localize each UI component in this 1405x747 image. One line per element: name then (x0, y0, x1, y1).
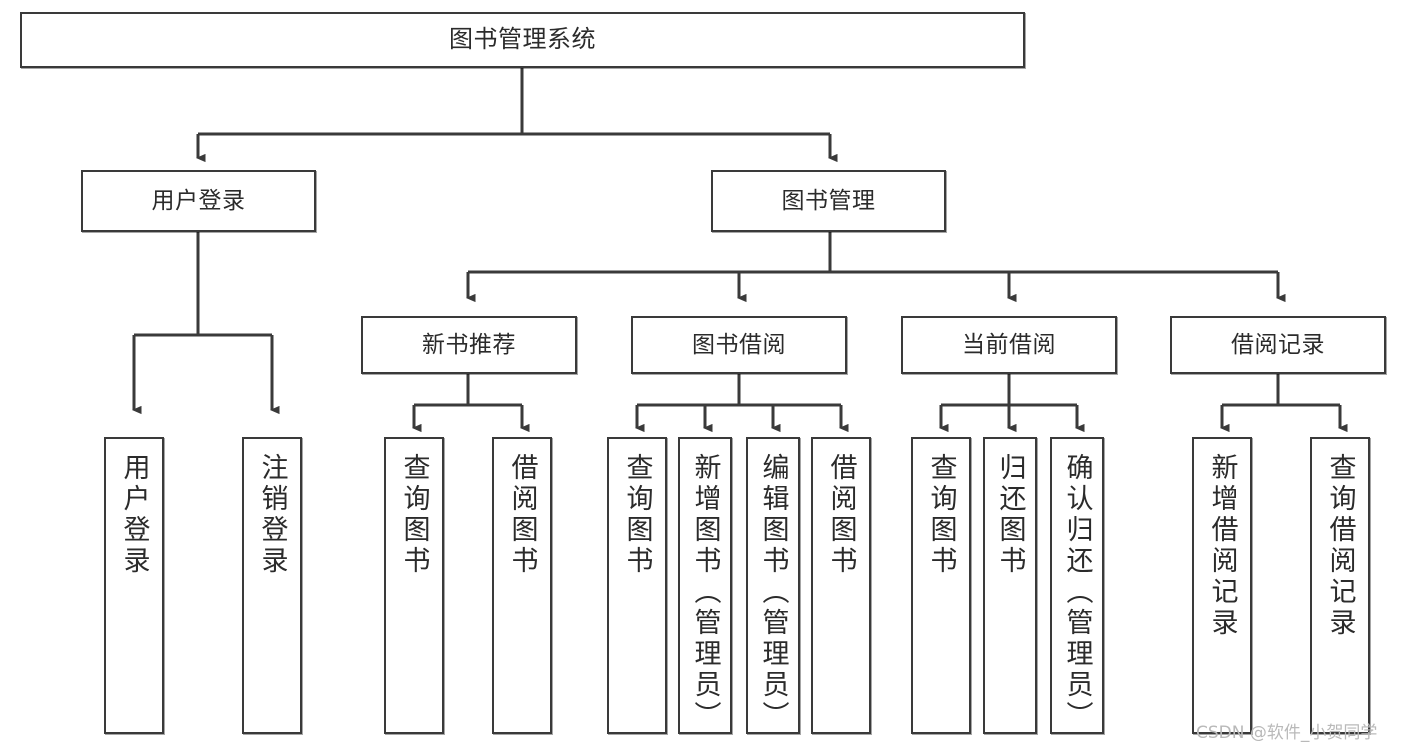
node-label: 注销登录 (256, 453, 288, 577)
node-book-manage[interactable]: 图书管理 (711, 170, 946, 232)
node-leaf-add-borrow-record[interactable]: 新增借阅记录 (1192, 437, 1252, 734)
node-label: 用户登录 (151, 187, 246, 214)
node-book-borrow[interactable]: 图书借阅 (631, 316, 847, 374)
node-user-login[interactable]: 用户登录 (81, 170, 316, 232)
node-label: 查询图书 (621, 453, 653, 577)
node-leaf-edit-book[interactable]: 编辑图书（管理员） (746, 437, 800, 734)
node-label: 归还图书 (994, 453, 1026, 577)
node-current-borrow[interactable]: 当前借阅 (901, 316, 1117, 374)
node-leaf-borrow-book-borrow[interactable]: 借阅图书 (811, 437, 871, 734)
node-label: 查询图书 (925, 453, 957, 577)
node-label: 查询借阅记录 (1324, 453, 1356, 639)
node-new-book-recommend[interactable]: 新书推荐 (361, 316, 577, 374)
node-leaf-query-book-borrow[interactable]: 查询图书 (607, 437, 667, 734)
node-label: 用户登录 (118, 453, 150, 577)
node-label: 借阅图书 (506, 453, 538, 577)
node-leaf-logout-login[interactable]: 注销登录 (242, 437, 302, 734)
node-leaf-query-book-recommend[interactable]: 查询图书 (384, 437, 444, 734)
node-leaf-confirm-return[interactable]: 确认归还（管理员） (1050, 437, 1104, 734)
node-label: 借阅图书 (825, 453, 857, 577)
node-leaf-return-book[interactable]: 归还图书 (983, 437, 1037, 734)
csdn-watermark: CSDN @软件_小贺同学 (1196, 723, 1378, 743)
node-label: 查询图书 (398, 453, 430, 577)
node-label: 新书推荐 (422, 331, 516, 358)
node-label: 借阅记录 (1231, 331, 1325, 358)
node-borrow-record[interactable]: 借阅记录 (1170, 316, 1386, 374)
node-label: 编辑图书（管理员） (757, 453, 789, 732)
node-label: 图书借阅 (692, 331, 786, 358)
node-root-book-management-system[interactable]: 图书管理系统 (20, 12, 1025, 68)
node-label: 图书管理 (781, 187, 876, 214)
node-leaf-query-book-current[interactable]: 查询图书 (911, 437, 971, 734)
node-leaf-user-login[interactable]: 用户登录 (104, 437, 164, 734)
node-label: 图书管理系统 (449, 25, 596, 54)
node-label: 确认归还（管理员） (1061, 453, 1093, 732)
node-label: 当前借阅 (962, 331, 1056, 358)
node-leaf-borrow-book-recommend[interactable]: 借阅图书 (492, 437, 552, 734)
node-leaf-query-borrow-record[interactable]: 查询借阅记录 (1310, 437, 1370, 734)
node-label: 新增借阅记录 (1206, 453, 1238, 639)
node-label: 新增图书（管理员） (689, 453, 721, 732)
node-leaf-add-book[interactable]: 新增图书（管理员） (678, 437, 732, 734)
